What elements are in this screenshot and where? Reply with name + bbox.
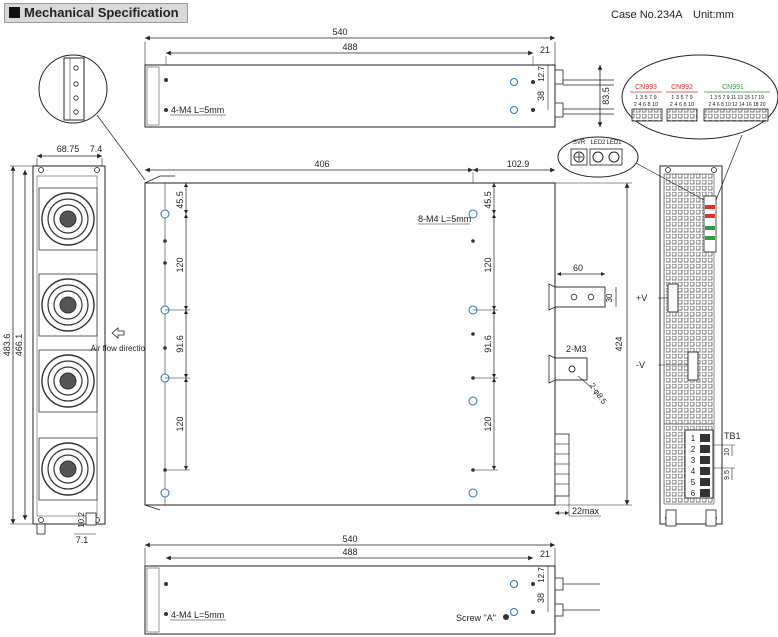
side-bracket-height-dim: 30 [605, 293, 614, 302]
side-dim-91-6: 91.6 [175, 335, 185, 353]
fan-1-icon [38, 187, 98, 251]
top-height-dim: 83.5 [601, 87, 611, 105]
bottom-hole-pitch-dim: 38 [536, 593, 546, 603]
screw-a-icon [503, 614, 509, 620]
cn992-pins-top: 1 3 5 7 9 [671, 95, 692, 101]
bottom-hole-offset-dim: 12.7 [537, 567, 546, 583]
cn991-pins-top: 1 3 5 7 9 11 13 15 17 19 [710, 95, 764, 101]
case-number: Case No.234A [611, 9, 683, 21]
tb1-pin-numbers: 1 2 3 4 5 6 [691, 434, 696, 498]
side-hole-dia: 2-φ8.5 [588, 381, 609, 406]
rear-plus-v-label: +V [636, 293, 647, 303]
cn993-pins-top: 1 3 5 7 9 [635, 95, 656, 101]
front-width-dim: 68.75 [57, 144, 80, 154]
front-foot-width-dim: 7.1 [76, 535, 89, 545]
side-mount-note: 2-M3 [566, 344, 587, 354]
side-dim-45-5-left: 45.5 [175, 191, 185, 209]
rear-minus-v-label: -V [636, 360, 645, 370]
side-dim-406: 406 [314, 159, 329, 169]
fan-3-icon [38, 349, 98, 413]
side-view: 406 102.9 45.5 120 91.6 120 [144, 159, 632, 517]
bottom-screw-note: 4-M4 L=5mm [171, 610, 224, 620]
led1-label: LED1 [606, 140, 622, 146]
cn991-pins-bottom: 2 4 6 8 10 12 14 16 18 20 [709, 102, 766, 108]
front-foot-height-dim: 10.2 [77, 512, 86, 528]
svg-text:5: 5 [691, 478, 696, 487]
bottom-end-offset-dim: 21 [540, 549, 550, 559]
cn992-pins-bottom: 2 4 6 8 10 [670, 102, 694, 108]
section-header: Mechanical Specification [4, 3, 188, 23]
top-hole-pitch-dim: 38 [536, 91, 546, 101]
section-bullet-icon [9, 7, 20, 18]
top-hole-offset-dim: 12.7 [537, 66, 546, 82]
rear-tb-dim-b: 9.5 [724, 470, 731, 480]
top-screw-note: 4-M4 L=5mm [171, 105, 224, 115]
rear-view: +V -V 1 2 3 4 5 6 TB1 10 9.5 [636, 165, 741, 527]
side-dim-120-d: 120 [483, 416, 493, 431]
led1-icon [608, 151, 620, 163]
unit-label: Unit:mm [693, 9, 734, 21]
front-view: 68.75 7.4 [2, 144, 149, 545]
airflow-label: Air flow direction [91, 344, 150, 353]
side-dim-91-6-b: 91.6 [483, 335, 493, 353]
cn993-label: CN993 [635, 84, 657, 91]
airflow-arrow-icon [111, 327, 125, 339]
svg-text:6: 6 [691, 489, 696, 498]
top-view: 540 488 21 4-M4 L=5mm 83.5 12.7 38 [144, 27, 614, 128]
side-screw-note: 8-M4 L=5mm [418, 214, 471, 224]
side-height-dim: 424 [614, 336, 624, 351]
front-hole-height-dim: 466.1 [14, 334, 24, 357]
cn992-label: CN992 [671, 84, 693, 91]
cn991-label: CN991 [722, 84, 744, 91]
side-terminal-stack [554, 433, 570, 497]
fan-2-icon [38, 273, 98, 337]
svg-text:3: 3 [691, 456, 696, 465]
side-dim-120-a: 120 [175, 257, 185, 272]
side-dim-45-5-right: 45.5 [483, 191, 493, 209]
front-flange-dim: 7.4 [90, 144, 103, 154]
rear-tb1-label: TB1 [724, 431, 741, 441]
side-bracket-width-dim: 60 [573, 263, 583, 273]
bottom-length-dim: 540 [342, 534, 357, 544]
side-dim-102-9: 102.9 [507, 159, 530, 169]
cn993-pins-bottom: 2 4 6 8 10 [634, 102, 658, 108]
bracket-detail [38, 54, 146, 181]
led2-label: LED2 [590, 140, 606, 146]
led-svr-callout: SVR LED2 LED1 [557, 136, 705, 201]
fan-4-icon [38, 437, 98, 501]
top-length-dim: 540 [332, 27, 347, 37]
tb1-screws [700, 434, 710, 497]
top-end-offset-dim: 21 [540, 45, 550, 55]
side-dim-120-b: 120 [175, 416, 185, 431]
front-overall-height-dim: 483.6 [2, 334, 12, 357]
top-hole-span-dim: 488 [342, 42, 357, 52]
side-dim-120-c: 120 [483, 257, 493, 272]
bottom-hole-span-dim: 488 [342, 547, 357, 557]
rear-tb-dim-a: 10 [724, 448, 731, 456]
svg-text:2: 2 [691, 445, 696, 454]
bottom-screw-a-note: Screw "A" [456, 613, 496, 623]
side-depth-max-dim: 22max [572, 506, 600, 516]
svr-label: SVR [573, 140, 586, 146]
side-holes-right [468, 209, 478, 498]
svg-text:1: 1 [691, 434, 696, 443]
led2-icon [592, 151, 604, 163]
svg-text:4: 4 [691, 467, 696, 476]
section-title: Mechanical Specification [24, 5, 179, 20]
bottom-view: 540 488 21 4-M4 L=5mm Screw "A" 12.7 38 [144, 534, 600, 635]
cn-connectors-callout: CN993 CN992 CN991 1 3 5 7 9 2 4 6 8 10 1… [621, 54, 778, 201]
